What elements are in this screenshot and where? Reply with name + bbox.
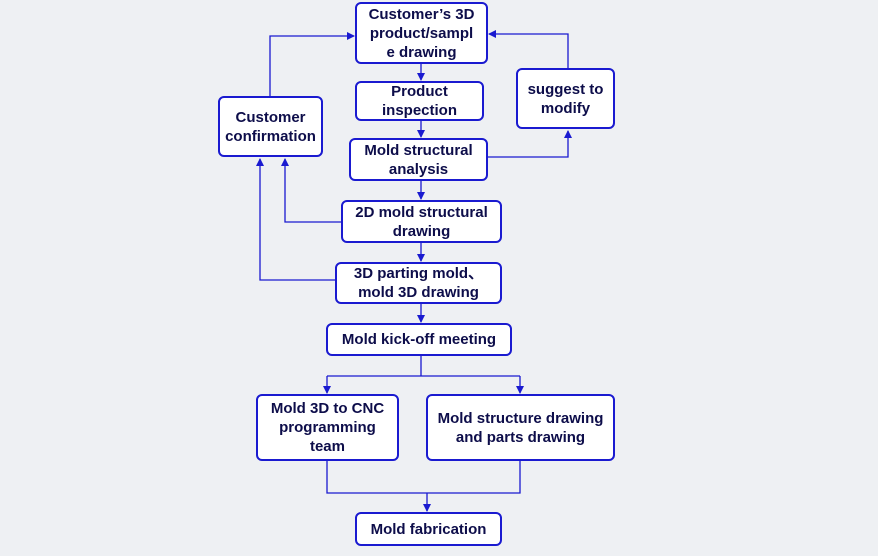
node-customer-3d-drawing: Customer’s 3D product/sampl e drawing: [355, 2, 488, 64]
node-customer-confirmation: Customer confirmation: [218, 96, 323, 157]
node-product-inspection: Product inspection: [355, 81, 484, 121]
arrow-3d-to-confirmation: [256, 158, 335, 281]
node-2d-mold-structural-drawing: 2D mold structural drawing: [341, 200, 502, 243]
arrow-suggest-to-drawing: [488, 30, 569, 68]
node-structure-and-parts-drawing: Mold structure drawing and parts drawing: [426, 394, 615, 461]
arrow-merge-lines: [326, 461, 521, 494]
node-3d-parting-mold-drawing: 3D parting mold、 mold 3D drawing: [335, 262, 502, 304]
node-suggest-to-modify: suggest to modify: [516, 68, 615, 129]
node-cnc-programming-team: Mold 3D to CNC programming team: [256, 394, 399, 461]
arrow-kickoff-to-cnc: [327, 375, 520, 393]
arrow-confirmation-to-drawing: [269, 32, 355, 96]
arrow-analysis-to-suggest: [488, 130, 572, 158]
node-mold-kickoff-meeting: Mold kick-off meeting: [326, 323, 512, 356]
node-mold-fabrication: Mold fabrication: [355, 512, 502, 546]
node-mold-structural-analysis: Mold structural analysis: [349, 138, 488, 181]
arrow-2d-to-confirmation: [281, 158, 341, 223]
